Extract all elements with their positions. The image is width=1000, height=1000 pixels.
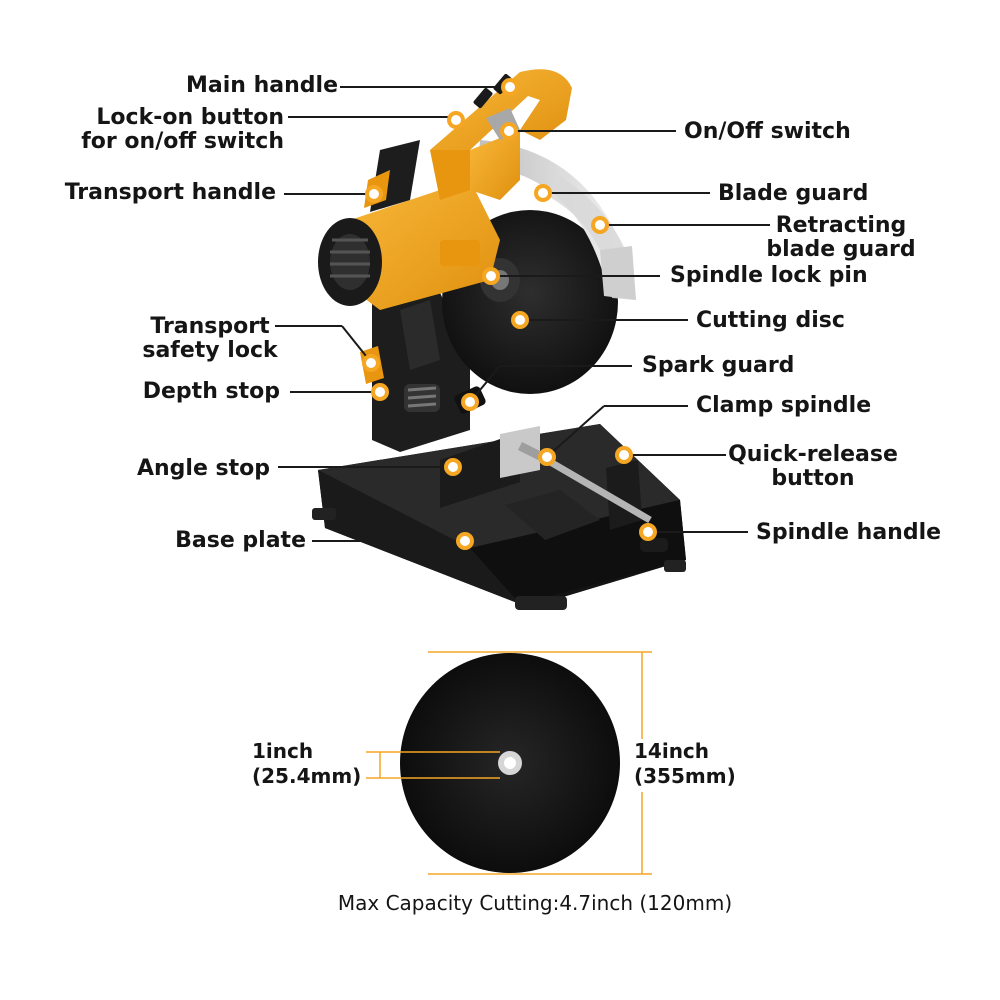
label-base-plate: Base plate — [175, 528, 306, 553]
max-capacity-caption: Max Capacity Cutting:4.7inch (120mm) — [337, 891, 733, 915]
dot-depth-stop — [371, 383, 389, 401]
label-retracting-blade-guard: Retracting blade guard — [766, 213, 916, 262]
cutoff-saw-illustration — [312, 69, 686, 610]
label-spindle-handle: Spindle handle — [756, 520, 942, 545]
label-blade-guard: Blade guard — [718, 181, 869, 206]
dot-on-off-switch — [500, 122, 518, 140]
bore-dimension-lines — [366, 751, 500, 779]
label-main-handle: Main handle — [186, 73, 338, 98]
dot-blade-guard — [534, 184, 552, 202]
dot-cutting-disc — [511, 311, 529, 329]
callout-dots — [362, 78, 657, 550]
dot-spindle-handle — [639, 523, 657, 541]
dot-spark-guard — [461, 393, 479, 411]
arbor-hole — [504, 757, 516, 769]
label-bore-size: 1inch (25.4mm) — [252, 739, 362, 788]
label-quick-release-button: Quick-release button — [728, 442, 898, 491]
dot-transport-safety-lock — [362, 354, 380, 372]
label-spark-guard: Spark guard — [642, 353, 795, 378]
label-transport-safety-lock: Transport safety lock — [142, 314, 278, 363]
diameter-dimension-lines — [428, 651, 652, 875]
label-transport-handle: Transport handle — [64, 180, 276, 205]
label-clamp-spindle: Clamp spindle — [696, 393, 872, 418]
label-cutting-disc: Cutting disc — [696, 308, 845, 333]
label-angle-stop: Angle stop — [136, 456, 270, 481]
dot-quick-release-button — [615, 446, 633, 464]
label-on-off-switch: On/Off switch — [684, 119, 851, 144]
dot-spindle-lock-pin — [482, 267, 500, 285]
disc-dimension-drawing — [366, 651, 652, 875]
base-plate-shape — [312, 424, 686, 610]
dot-transport-handle — [365, 185, 383, 203]
callout-leaders — [275, 86, 770, 542]
label-spindle-lock-pin: Spindle lock pin — [670, 263, 868, 288]
dot-clamp-spindle — [538, 448, 556, 466]
label-disc-diameter: 14inch (355mm) — [632, 739, 738, 789]
dot-main-handle — [501, 78, 519, 96]
motor-housing-shape — [318, 180, 500, 310]
dot-lock-on-button — [447, 111, 465, 129]
fence-clamp-shape — [440, 426, 668, 552]
dot-retracting-blade-guard — [591, 216, 609, 234]
dot-angle-stop — [444, 458, 462, 476]
label-lock-on-button: Lock-on button for on/off switch — [81, 105, 284, 154]
label-depth-stop: Depth stop — [142, 379, 280, 404]
dot-base-plate — [456, 532, 474, 550]
